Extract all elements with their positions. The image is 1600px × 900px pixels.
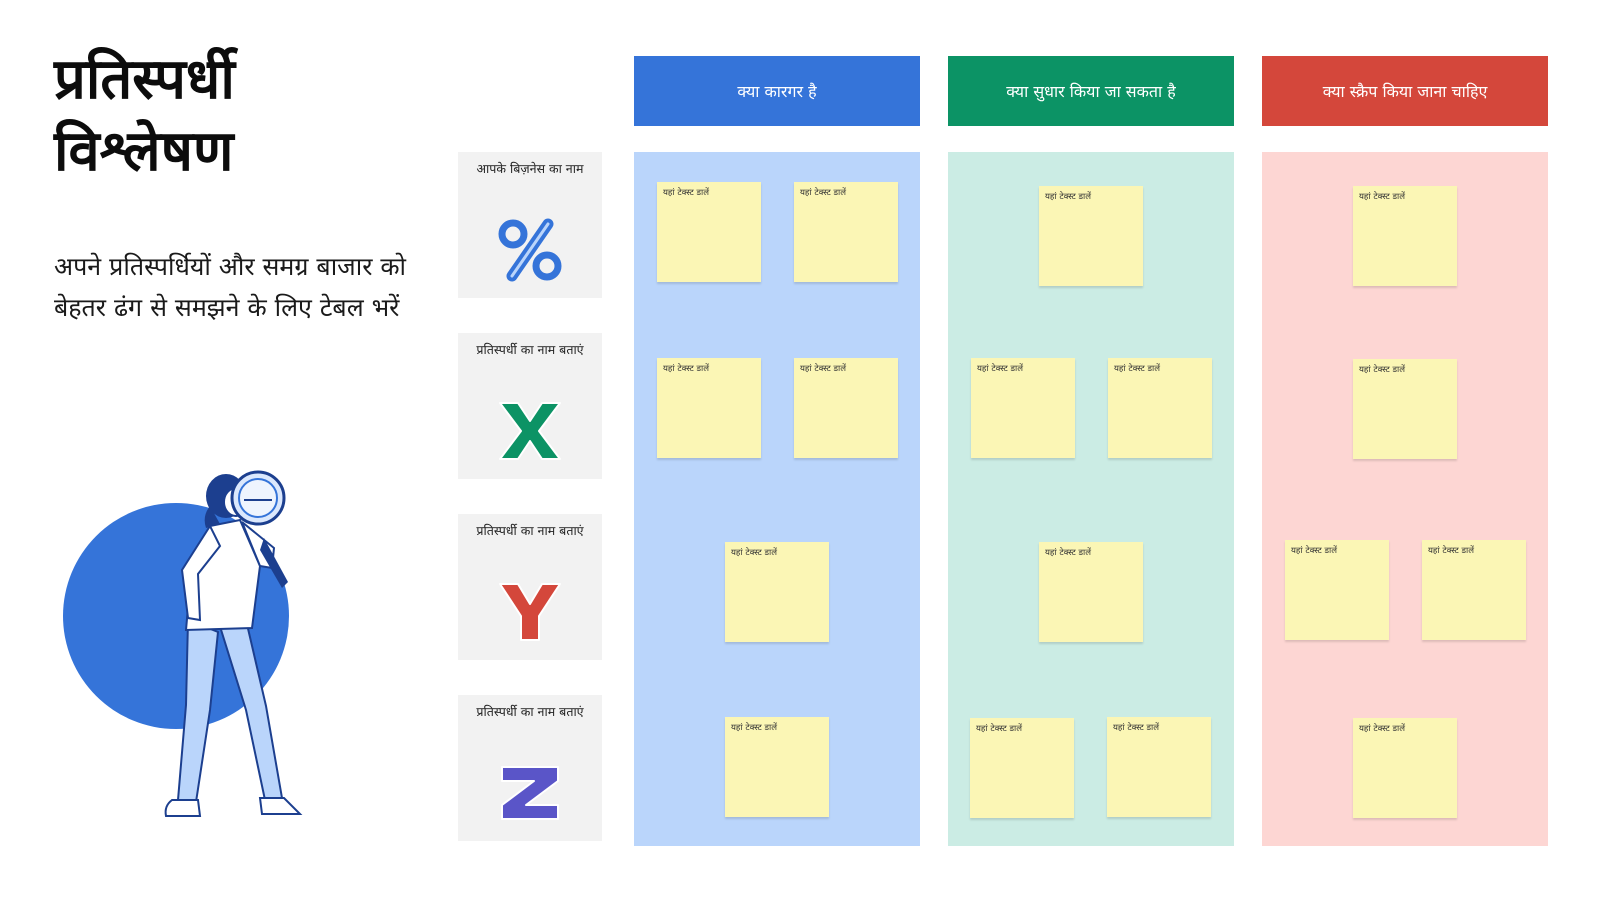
woman-with-magnifier-illustration [63,470,303,817]
sticky-note[interactable]: यहां टेक्स्ट डालें [1353,718,1457,818]
sticky-note[interactable]: यहां टेक्स्ट डालें [657,358,761,458]
row-card-business: आपके बिज़नेस का नाम [458,152,602,298]
sticky-note-text: यहां टेक्स्ट डालें [800,364,847,374]
sticky-note[interactable]: यहां टेक्स्ट डालें [1039,186,1143,286]
sticky-note-text: यहां टेक्स्ट डालें [977,364,1024,374]
row-label: प्रतिस्पर्धी का नाम बताएं [476,342,584,357]
row-label: प्रतिस्पर्धी का नाम बताएं [476,523,584,538]
sticky-note-text: यहां टेक्स्ट डालें [731,723,778,733]
sticky-note[interactable]: यहां टेक्स्ट डालें [1107,717,1211,817]
sticky-note[interactable]: यहां टेक्स्ट डालें [657,182,761,282]
sticky-note[interactable]: यहां टेक्स्ट डालें [1422,540,1526,640]
sticky-note[interactable]: यहां टेक्स्ट डालें [971,358,1075,458]
sticky-note-text: यहां टेक्स्ट डालें [800,188,847,198]
row-card-competitor-y: प्रतिस्पर्धी का नाम बताएं [458,514,602,660]
letter-z-icon [501,766,559,820]
sticky-note-text: यहां टेक्स्ट डालें [976,724,1023,734]
column-header-what-works: क्या कारगर है [634,56,920,126]
sticky-note-text: यहां टेक्स्ट डालें [1359,724,1406,734]
sticky-note-text: यहां टेक्स्ट डालें [1045,548,1092,558]
row-card-competitor-z: प्रतिस्पर्धी का नाम बताएं [458,695,602,841]
sticky-note-text: यहां टेक्स्ट डालें [663,188,710,198]
sticky-note[interactable]: यहां टेक्स्ट डालें [1353,359,1457,459]
sticky-note[interactable]: यहां टेक्स्ट डालें [1108,358,1212,458]
letter-y-icon [499,583,561,641]
sticky-note[interactable]: यहां टेक्स्ट डालें [1039,542,1143,642]
sticky-note-text: यहां टेक्स्ट डालें [1291,546,1338,556]
column-header-what-can-improve: क्या सुधार किया जा सकता है [948,56,1234,126]
column-header-what-to-scrap: क्या स्क्रैप किया जाना चाहिए [1262,56,1548,126]
sticky-note[interactable]: यहां टेक्स्ट डालें [1285,540,1389,640]
sticky-note[interactable]: यहां टेक्स्ट डालें [794,182,898,282]
sticky-note-text: यहां टेक्स्ट डालें [731,548,778,558]
sticky-note[interactable]: यहां टेक्स्ट डालें [725,717,829,817]
sticky-note-text: यहां टेक्स्ट डालें [1359,365,1406,375]
sticky-note-text: यहां टेक्स्ट डालें [663,364,710,374]
sticky-note[interactable]: यहां टेक्स्ट डालें [970,718,1074,818]
sticky-note-text: यहां टेक्स्ट डालें [1359,192,1406,202]
sticky-note-text: यहां टेक्स्ट डालें [1045,192,1092,202]
page-subtitle: अपने प्रतिस्पर्धियों और समग्र बाजार को ब… [54,252,407,322]
sticky-note[interactable]: यहां टेक्स्ट डालें [794,358,898,458]
sticky-note[interactable]: यहां टेक्स्ट डालें [1353,186,1457,286]
row-card-competitor-x: प्रतिस्पर्धी का नाम बताएं [458,333,602,479]
row-label: प्रतिस्पर्धी का नाम बताएं [476,704,584,719]
sticky-note-text: यहां टेक्स्ट डालें [1113,723,1160,733]
sticky-note-text: यहां टेक्स्ट डालें [1428,546,1475,556]
row-label: आपके बिज़नेस का नाम [476,161,584,176]
percent-icon [498,218,562,282]
sticky-note-text: यहां टेक्स्ट डालें [1114,364,1161,374]
letter-x-icon [499,402,561,460]
page-title: प्रतिस्पर्धी विश्लेषण [54,47,235,184]
sticky-note[interactable]: यहां टेक्स्ट डालें [725,542,829,642]
